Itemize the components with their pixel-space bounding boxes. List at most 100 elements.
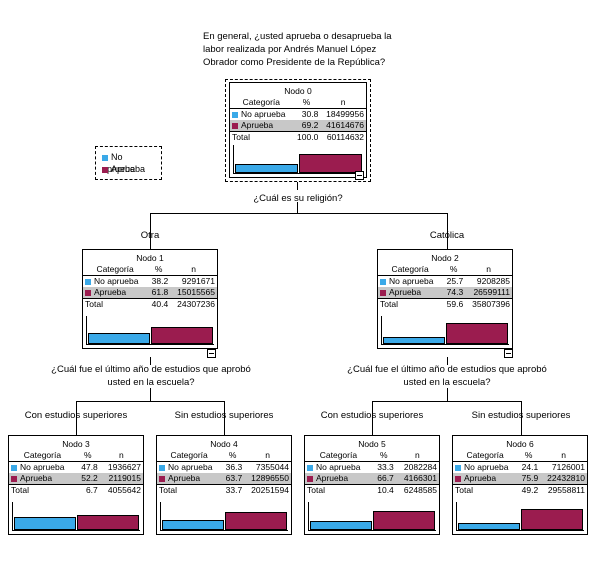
category-swatch: [380, 278, 386, 285]
col-header-n: n: [320, 97, 366, 109]
pct-cell: 24.1: [521, 462, 539, 472]
bar-aprueba: [225, 512, 287, 530]
bar-no-aprueba: [162, 520, 224, 530]
pct-cell: 38.2: [151, 276, 169, 286]
node-bar-chart: [160, 502, 288, 531]
col-header-n: n: [99, 450, 143, 462]
col-header-pct: %: [75, 450, 100, 462]
pct-cell: 30.8: [301, 109, 319, 119]
category-cell: No aprueba: [230, 109, 293, 121]
connector: [372, 401, 522, 402]
total-n-cell: 4055642: [99, 484, 143, 496]
col-header-n: n: [395, 450, 439, 462]
total-n-cell: 6248585: [395, 484, 439, 496]
category-label: No aprueba: [316, 462, 361, 472]
pct-cell: 63.7: [221, 473, 245, 485]
legend-swatch-no-aprueba: [102, 154, 108, 161]
total-label: Total: [83, 298, 148, 310]
category-cell: No aprueba: [157, 462, 221, 474]
category-swatch: [11, 475, 17, 482]
total-pct-cell: 40.4: [147, 298, 171, 310]
bar-aprueba: [373, 511, 435, 530]
bar-no-aprueba: [235, 164, 298, 173]
collapse-node-0-button[interactable]: [355, 171, 364, 180]
col-header-pct: %: [221, 450, 245, 462]
connector: [521, 401, 522, 435]
pct-cell: 36.3: [225, 462, 243, 472]
collapse-node-1-button[interactable]: [207, 349, 216, 358]
category-swatch: [232, 122, 238, 129]
col-header-pct: %: [517, 450, 541, 462]
total-pct-cell: 100.0: [292, 131, 321, 143]
col-header-n: n: [244, 450, 291, 462]
n-cell: 22432810: [540, 473, 587, 485]
connector: [224, 401, 225, 435]
total-n-cell: 20251594: [244, 484, 291, 496]
pct-cell: 33.3: [377, 462, 394, 472]
bar-no-aprueba: [14, 517, 76, 530]
table-row-no-aprueba: No aprueba 36.3 7355044: [157, 462, 291, 474]
pct-cell: 25.7: [446, 276, 464, 286]
category-label: No aprueba: [241, 109, 286, 119]
connector: [372, 401, 373, 435]
category-label: No aprueba: [94, 276, 139, 286]
connector: [150, 213, 151, 249]
n-cell: 7355044: [255, 462, 289, 472]
bar-no-aprueba: [383, 337, 445, 344]
col-header-pct: %: [371, 450, 396, 462]
node-title: Nodo 6: [506, 439, 534, 449]
category-swatch: [455, 475, 461, 482]
n-cell: 26599111: [465, 287, 512, 299]
category-cell: No aprueba: [378, 276, 442, 288]
category-swatch: [232, 111, 238, 118]
category-swatch: [307, 475, 313, 482]
col-header-pct: %: [292, 97, 321, 109]
node-bar-chart: [308, 502, 436, 531]
branch-label-con-estudios-1: Con estudios superiores: [24, 410, 128, 421]
category-swatch: [159, 475, 165, 482]
category-cell: Aprueba: [230, 120, 293, 132]
bar-aprueba: [151, 327, 213, 344]
category-label: Aprueba: [20, 473, 53, 483]
split-question-religion: ¿Cuál es su religión?: [253, 193, 343, 204]
n-cell: 2082284: [403, 462, 437, 472]
split-question-escuela-right: ¿Cuál fue el último año de estudios que …: [347, 364, 547, 388]
category-label: Aprueba: [168, 473, 201, 483]
total-label: Total: [305, 484, 372, 496]
category-swatch: [85, 289, 91, 296]
category-cell: No aprueba: [305, 462, 372, 474]
category-swatch: [380, 289, 386, 296]
bar-aprueba: [446, 323, 508, 344]
n-cell: 4166301: [395, 473, 439, 485]
legend-label-aprueba: Aprueba: [111, 164, 146, 174]
branch-label-sin-estudios-2: Sin estudios superiores: [471, 410, 571, 421]
pct-cell: 52.2: [75, 473, 100, 485]
node-title: Nodo 2: [431, 253, 459, 263]
category-cell: Aprueba: [305, 473, 372, 485]
total-n-cell: 35807396: [465, 298, 512, 310]
legend-label-no-aprueba: No aprueba: [102, 152, 136, 174]
root-question: En general, ¿usted aprueba o desaprueba …: [203, 31, 392, 68]
legend: No aprueba Aprueba: [95, 146, 162, 180]
category-label: No aprueba: [20, 462, 65, 472]
branch-label-sin-estudios-1: Sin estudios superiores: [174, 410, 274, 421]
collapse-node-2-button[interactable]: [504, 349, 513, 358]
col-header-categoria: Categoría: [9, 450, 76, 462]
col-header-pct: %: [442, 264, 466, 276]
